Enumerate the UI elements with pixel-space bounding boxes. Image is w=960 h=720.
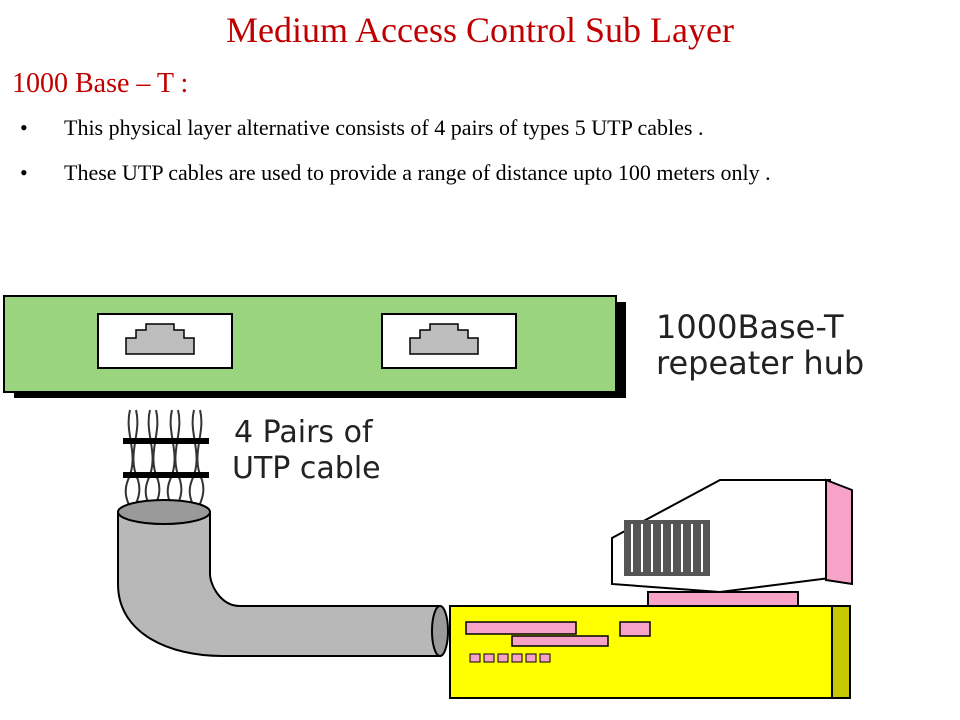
hub-label-line1: 1000Base-T: [656, 308, 844, 346]
rj45-port-icon: [97, 313, 233, 369]
cable-label-line2: UTP cable: [232, 451, 381, 486]
slide-title: Medium Access Control Sub Layer: [226, 10, 734, 50]
bullet-text: This physical layer alternative consists…: [64, 115, 704, 140]
network-diagram: 1000Base-T repeater hub 4 Pairs of UTP c…: [3, 295, 864, 699]
rj45-port-icon: [381, 313, 517, 369]
cable-label-line1: 4 Pairs of: [234, 415, 374, 450]
bullet-item: • This physical layer alternative consis…: [16, 112, 948, 143]
bullet-item: • These UTP cables are used to provide a…: [16, 157, 948, 188]
bullet-marker: •: [20, 115, 28, 140]
bullet-marker: •: [20, 160, 28, 185]
repeater-hub: [3, 295, 626, 398]
hub-label-line2: repeater hub: [656, 344, 864, 382]
utp-cable: [117, 499, 449, 657]
bullet-list: • This physical layer alternative consis…: [16, 112, 948, 202]
bullet-text: These UTP cables are used to provide a r…: [64, 160, 771, 185]
slide-subtitle: 1000 Base – T :: [12, 68, 189, 99]
computer-icon: [449, 478, 853, 699]
